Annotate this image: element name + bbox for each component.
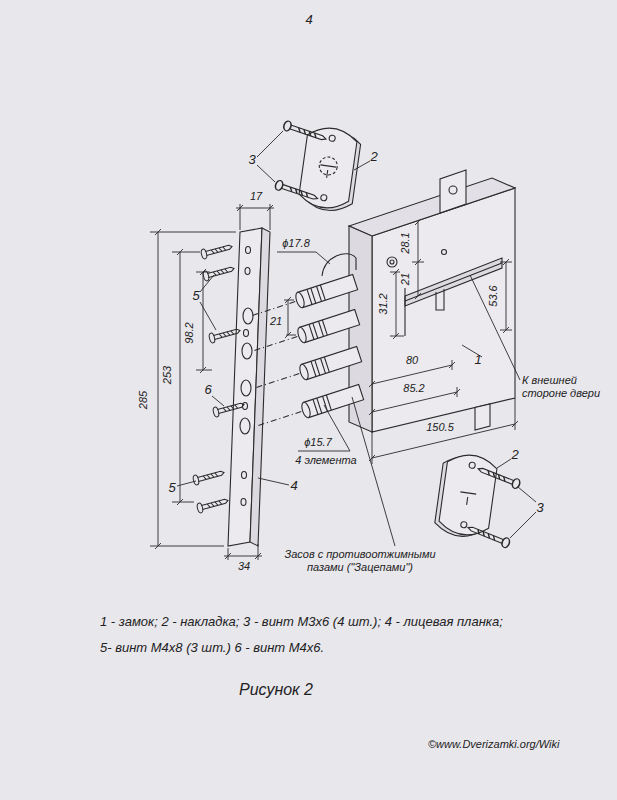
callout-number: 1 xyxy=(474,352,481,368)
page-number: 4 xyxy=(305,12,312,28)
dimension-lines xyxy=(150,204,518,560)
dimension: 53.6 xyxy=(487,285,500,306)
callout-number: 5 xyxy=(192,288,199,304)
dimension: 21 xyxy=(399,273,412,285)
dimension: 21 xyxy=(270,315,282,328)
dimension: 17 xyxy=(250,190,262,203)
callout-number: 3 xyxy=(536,500,543,516)
dimension: 28.1 xyxy=(399,232,412,253)
dimension: ϕ15.7 xyxy=(304,436,332,449)
dimension: 150.5 xyxy=(426,421,454,434)
dimension: 34 xyxy=(238,560,250,573)
cover-plates xyxy=(272,120,523,549)
callout-number: 2 xyxy=(370,149,377,165)
faceplate xyxy=(228,228,270,546)
note: Засов с противоотжимными пазами ("Зацепа… xyxy=(278,548,443,574)
callout-number: 6 xyxy=(204,382,211,398)
dimension: 85.2 xyxy=(403,382,424,395)
dimension: ϕ17.8 xyxy=(282,237,310,250)
watermark: ©www.Dverizamki.org/Wiki xyxy=(428,738,559,751)
parts-list: 5- винт М4х8 (3 шт.) 6 - винт М4х6. xyxy=(100,640,324,656)
plate-screws xyxy=(192,242,245,514)
dimension: 285 xyxy=(137,391,150,409)
leader-lines xyxy=(177,131,536,546)
note: 4 элемента xyxy=(295,454,356,467)
dimension: 98.2 xyxy=(183,322,196,343)
figure-caption: Рисунок 2 xyxy=(239,680,313,699)
note: К внешней стороне двери xyxy=(522,374,608,400)
dimension: 80 xyxy=(406,354,418,367)
parts-list: 1 - замок; 2 - накладка; 3 - винт М3х6 (… xyxy=(100,614,503,630)
callout-number: 5 xyxy=(168,480,175,496)
bolts xyxy=(250,274,364,433)
callout-number: 2 xyxy=(511,447,518,463)
dimension: 31.2 xyxy=(377,293,390,314)
callout-number: 3 xyxy=(248,152,255,168)
dimension: 253 xyxy=(161,366,174,384)
callout-number: 4 xyxy=(290,478,297,494)
